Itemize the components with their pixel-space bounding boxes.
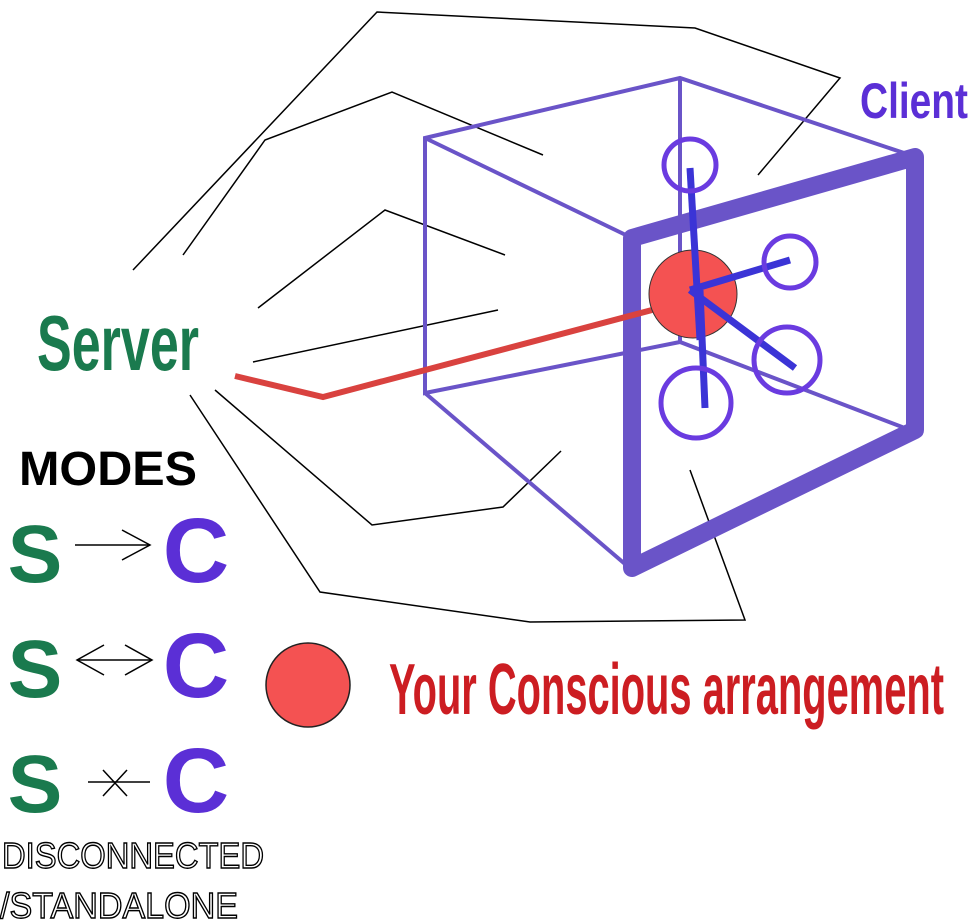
connector-bottom-outer <box>189 394 747 623</box>
client-nodes <box>658 136 823 441</box>
disconnected-arrow-icon <box>88 769 150 797</box>
server-label: Server <box>37 299 199 387</box>
mode-client-letter: C <box>163 730 229 832</box>
standalone-label: /STANDALONE <box>0 885 238 924</box>
client-node-lower-right <box>751 324 823 396</box>
mode-server-letter: S <box>8 739 63 830</box>
client-node-right <box>761 233 819 291</box>
mode-row-two-way: S C <box>8 615 230 717</box>
conscious-label: Your Conscious arrangement <box>389 650 944 730</box>
mode-client-letter: C <box>163 615 229 717</box>
legend-red-dot <box>265 642 351 728</box>
mode-server-letter: S <box>8 509 63 600</box>
spoke-right <box>688 256 792 294</box>
spoke-down <box>696 289 709 409</box>
mode-client-letter: C <box>163 500 229 602</box>
one-way-arrow-icon <box>75 529 152 561</box>
client-spokes <box>686 167 798 409</box>
mode-row-disconnected: S C <box>8 730 230 832</box>
cube-top-left-edge <box>424 136 633 240</box>
client-node-bottom <box>658 365 734 441</box>
mode-server-letter: S <box>8 624 63 715</box>
connector-lower <box>214 389 562 526</box>
cube-front-face <box>623 148 924 577</box>
spoke-lower-right <box>687 287 798 371</box>
two-way-arrow-icon <box>75 644 154 676</box>
cube-back-face <box>423 75 912 433</box>
modes-title: MODES <box>19 443 197 496</box>
connector-top-inner <box>182 91 544 256</box>
connector-mid <box>252 309 499 363</box>
connector-mid-upper <box>257 209 506 309</box>
client-label: Client <box>860 73 968 129</box>
client-node-top <box>661 136 719 194</box>
mode-row-one-way: S C <box>8 500 230 602</box>
disconnected-label: DISCONNECTED <box>2 835 264 876</box>
connector-top-outer <box>132 11 842 271</box>
connector-lines <box>132 11 842 623</box>
server-link-line <box>234 297 691 401</box>
cube-bottom-left-edge <box>423 391 634 572</box>
